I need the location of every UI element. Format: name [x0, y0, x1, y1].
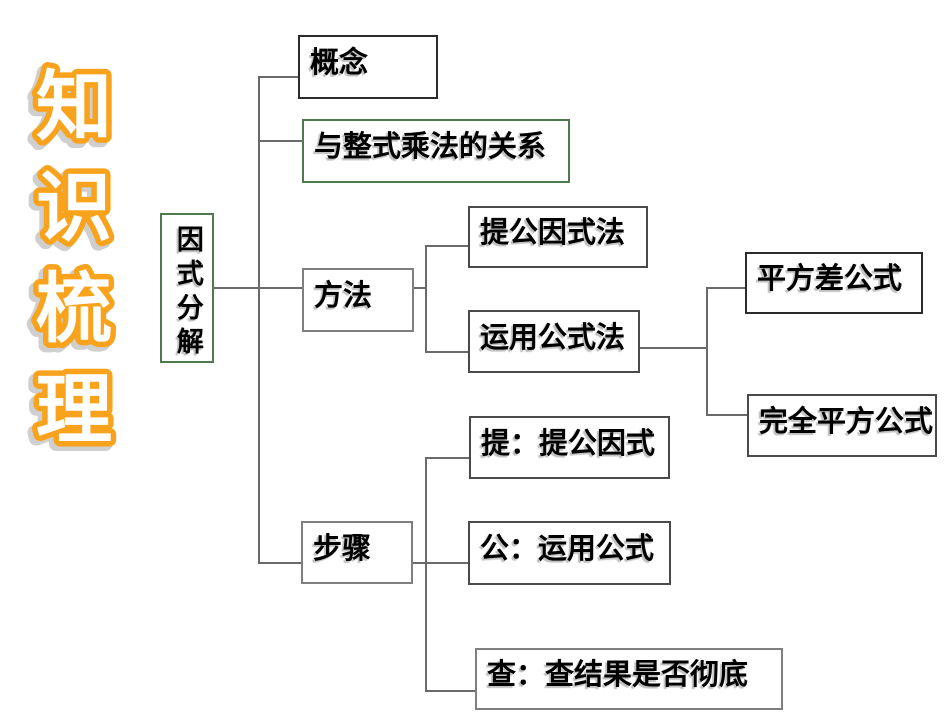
connector-to-perfect-square [706, 414, 749, 416]
connector-trunk [258, 76, 260, 564]
connector-to-steps [258, 562, 303, 564]
node-label: 运用公式法 [480, 321, 626, 354]
node-formula-method: 运用公式法 [468, 310, 640, 373]
title-char-icon: 理 理 [26, 359, 118, 460]
svg-text:梳: 梳 [36, 264, 112, 353]
svg-text:理: 理 [36, 365, 112, 454]
svg-text:梳: 梳 [32, 268, 108, 357]
node-method: 方法 [302, 268, 414, 332]
node-square-difference-formula: 平方差公式 [745, 252, 923, 314]
svg-text:识: 识 [36, 163, 112, 252]
svg-text:知: 知 [36, 62, 112, 151]
svg-text:识: 识 [32, 167, 108, 256]
node-label: 步骤 [313, 532, 372, 565]
node-label: 因式分解 [172, 225, 203, 361]
connector-to-relation [258, 140, 304, 142]
connector-to-square-diff [706, 287, 747, 289]
connector-formula-branch [706, 287, 708, 416]
svg-text:知: 知 [32, 66, 108, 155]
connector-root-method [214, 287, 304, 289]
connector-formula-out [640, 347, 708, 349]
node-steps: 步骤 [301, 521, 413, 584]
connector-to-step-ti [425, 457, 471, 459]
node-factorization-root: 因式分解 [160, 213, 214, 363]
node-common-factor-method: 提公因式法 [468, 206, 648, 268]
title-char-icon: 识 识 [26, 157, 118, 258]
node-concept: 概念 [298, 35, 438, 99]
node-label: 概念 [310, 47, 369, 80]
connector-method-branch [425, 245, 427, 353]
page-title: 知 知 识 识 梳 梳 理 理 [20, 56, 136, 460]
connector-to-formula-method [425, 351, 470, 353]
connector-to-step-cha [425, 690, 477, 692]
connector-steps-out [413, 562, 470, 564]
node-label: 查：查结果是否彻底 [487, 659, 749, 692]
connector-to-common-factor [425, 245, 470, 247]
node-label: 平方差公式 [757, 263, 903, 296]
node-perfect-square-formula: 完全平方公式 [747, 394, 937, 457]
title-char-icon: 梳 梳 [26, 258, 118, 359]
node-label: 方法 [314, 280, 373, 313]
node-step-apply-formula: 公：运用公式 [468, 521, 671, 585]
title-char-icon: 知 知 [26, 56, 118, 157]
node-relation-to-polynomial-multiplication: 与整式乘法的关系 [302, 119, 570, 183]
connector-to-concept [258, 76, 300, 78]
node-label: 与整式乘法的关系 [314, 131, 547, 164]
node-label: 完全平方公式 [759, 405, 934, 438]
node-label: 提公因式法 [480, 217, 626, 250]
node-step-check-thorough: 查：查结果是否彻底 [475, 648, 783, 710]
connector-method-out [413, 287, 427, 289]
node-label: 公：运用公式 [480, 533, 655, 566]
svg-text:理: 理 [32, 369, 108, 458]
connector-steps-branch [425, 457, 427, 692]
node-label: 提：提公因式 [481, 427, 656, 460]
node-step-extract-common-factor: 提：提公因式 [469, 416, 670, 479]
